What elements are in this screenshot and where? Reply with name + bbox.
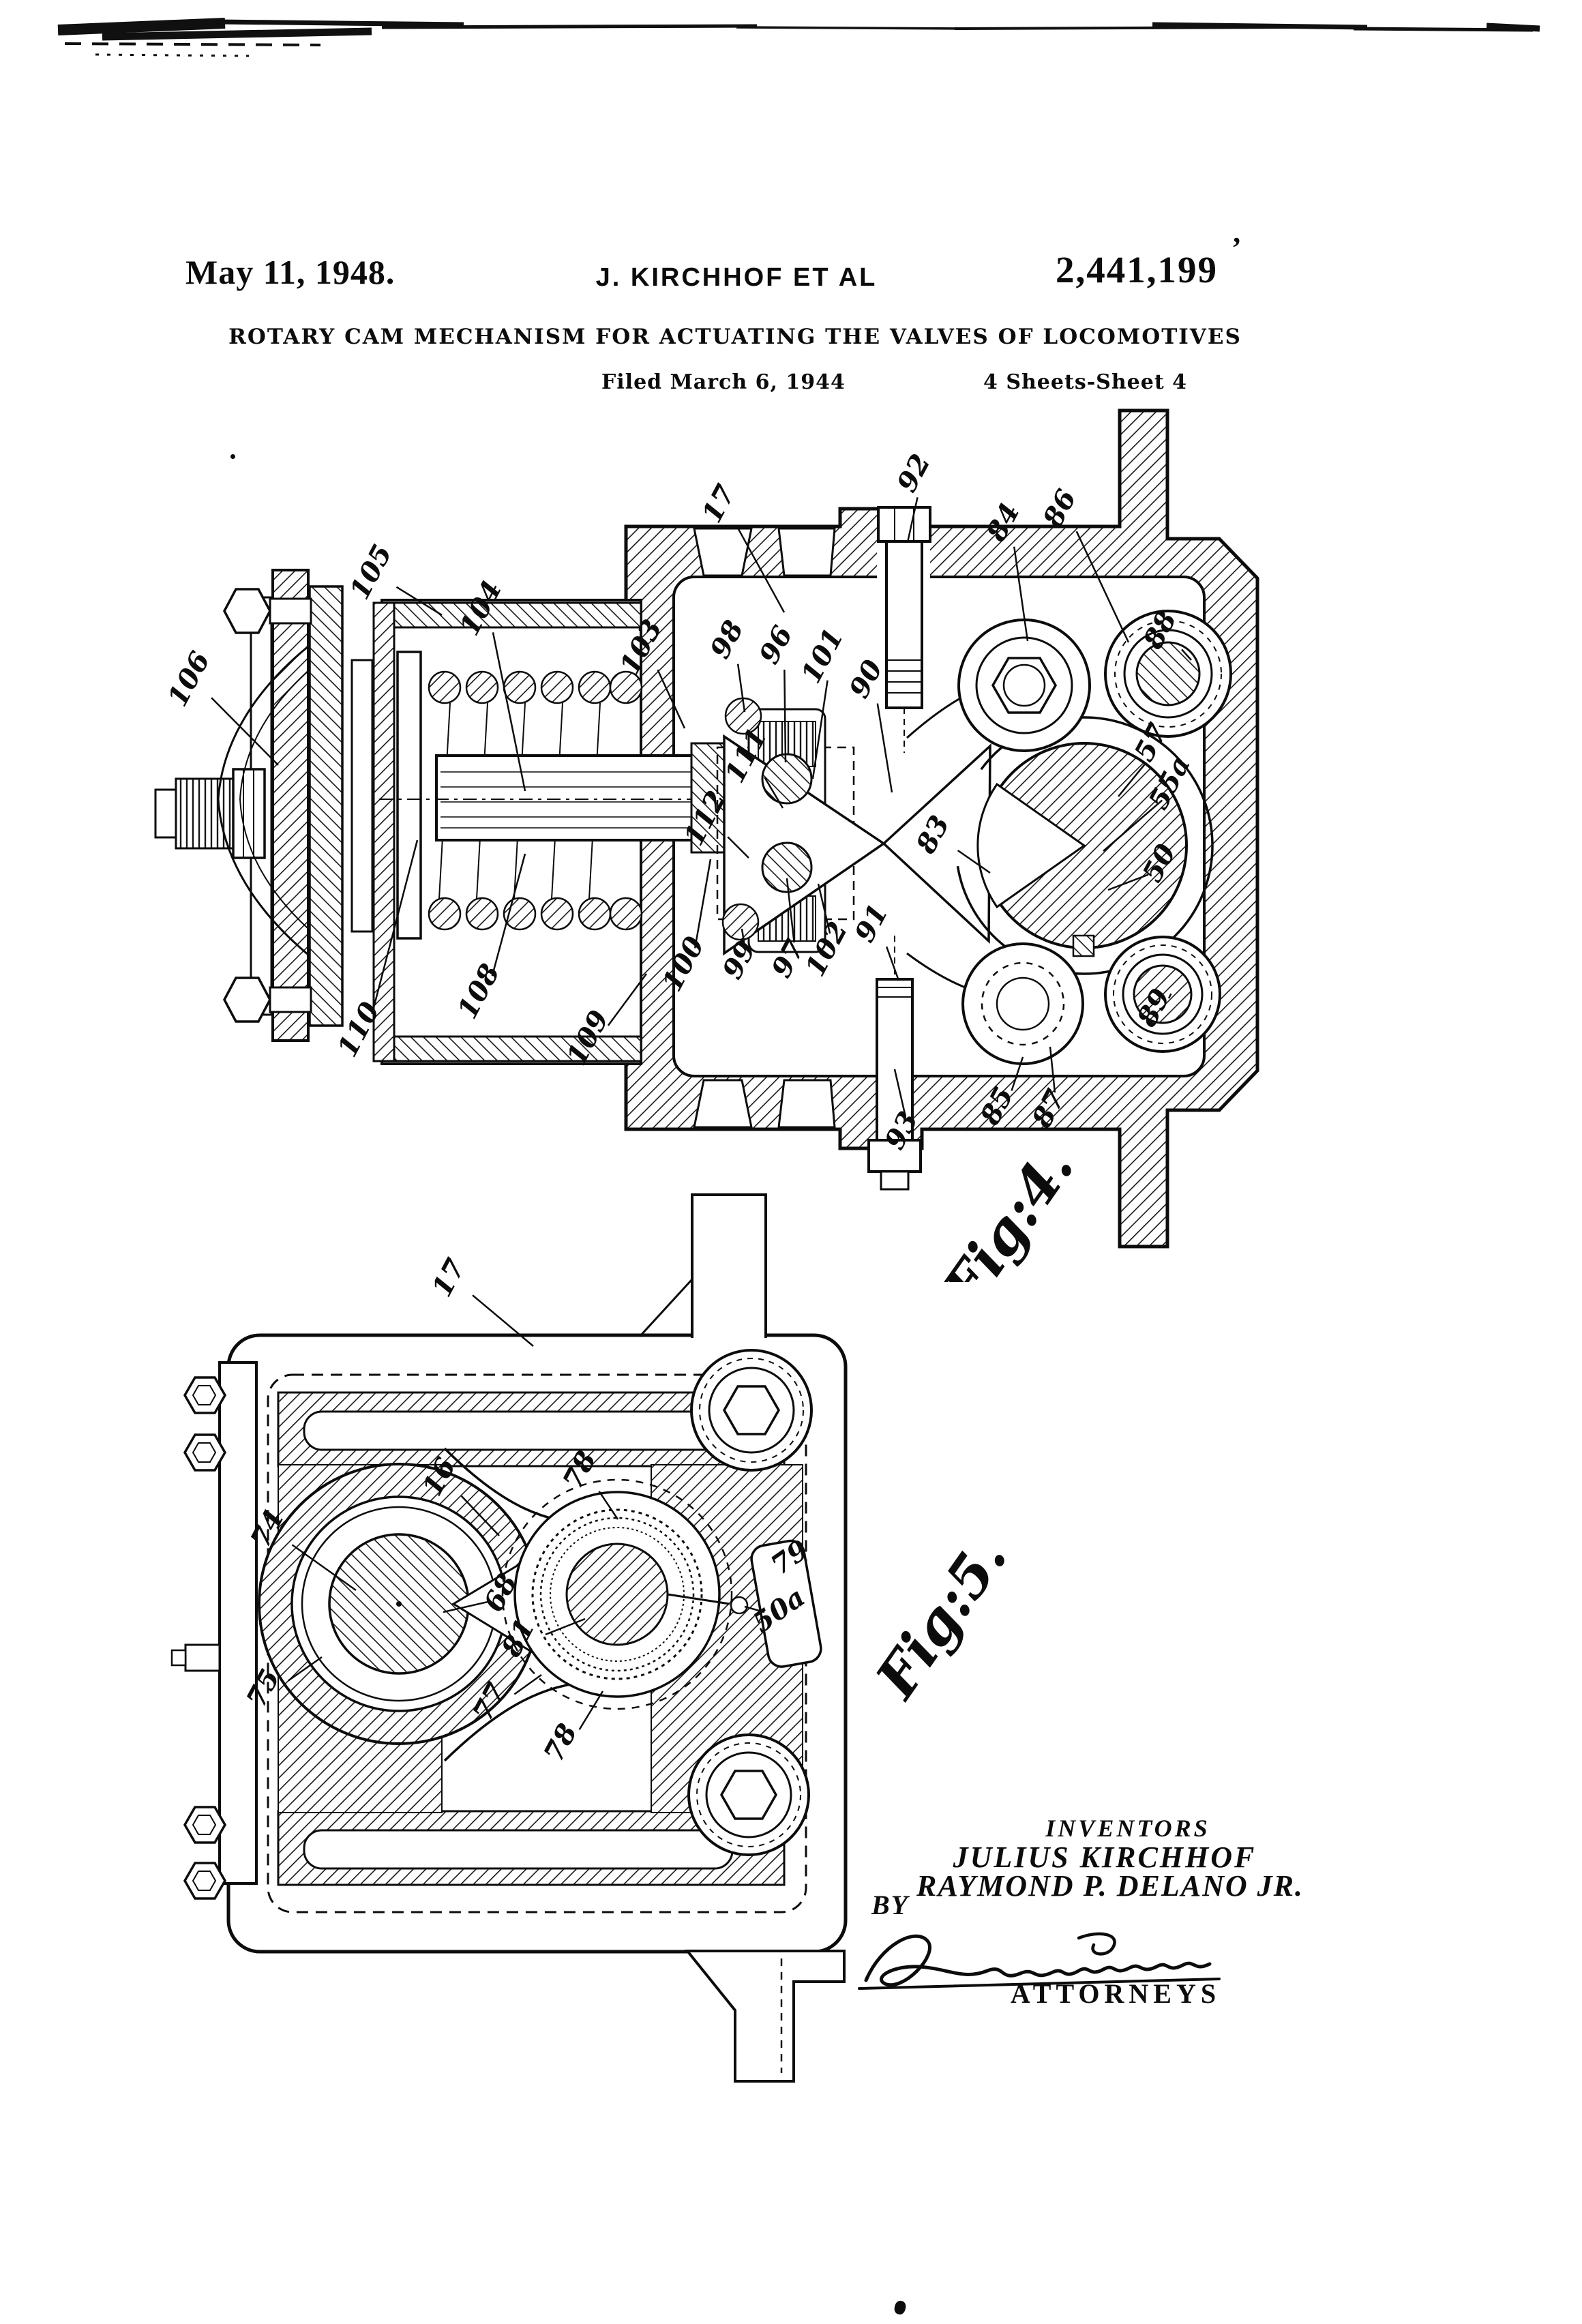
inventor-name-1: JULIUS KIRCHHOF [953, 1841, 1257, 1874]
sheet-count-line: 4 Sheets-Sheet 4 [983, 370, 1187, 394]
stud-92 [877, 506, 931, 753]
patent-title: ROTARY CAM MECHANISM FOR ACTUATING THE V… [228, 325, 1242, 349]
leader-line-99 [741, 928, 745, 944]
leader-line-109 [607, 973, 648, 1026]
fig5-bolt-bottom-right [687, 1733, 810, 1856]
inventors-heading: INVENTORS [1045, 1815, 1210, 1842]
valve-spring-coils [428, 670, 643, 931]
leader-line-92 [906, 497, 919, 543]
leader-line-84 [1013, 546, 1029, 642]
leader-line-88 [1181, 649, 1192, 661]
leader-line-102 [817, 883, 831, 934]
leader-line-57 [1118, 762, 1147, 797]
leader-line-106 [211, 697, 279, 766]
fig4-cam [955, 716, 1214, 975]
fig5-left-bolts [170, 1361, 258, 1900]
leader-line-112 [727, 836, 749, 859]
leader-line-17 [736, 525, 786, 613]
leader-line-17 [472, 1294, 534, 1347]
leader-line-98 [736, 664, 746, 713]
ref-label-17: 17 [426, 1253, 472, 1302]
fig4-ports [957, 610, 1232, 1065]
knurled-ring [531, 1508, 703, 1680]
leader-line-110 [371, 839, 419, 1015]
leader-line-50a [744, 1605, 765, 1613]
leader-line-91 [885, 946, 900, 981]
bell-housing-outline [217, 645, 309, 956]
leader-line-93 [893, 1069, 906, 1116]
leader-line-105 [395, 586, 443, 616]
leader-line-68 [443, 1600, 490, 1613]
fig5-left-bore [258, 1463, 540, 1745]
by-label: BY [871, 1890, 910, 1920]
port-upper-left [957, 619, 1091, 752]
figure-caption: Fig:5. [863, 1525, 1019, 1711]
patent-number: 2,441,199 [1056, 249, 1218, 290]
fig5-bottom-leg [684, 1950, 846, 2083]
ref-label-92: 92 [891, 449, 937, 497]
leader-line-90 [876, 703, 893, 793]
leader-line-103 [657, 669, 686, 729]
fig5-top-tab [691, 1193, 767, 1338]
fig5-right-bore [501, 1478, 749, 1710]
stud-93 [867, 936, 922, 1191]
port-lower-left [961, 942, 1084, 1065]
filed-date-line: Filed March 6, 1944 [601, 370, 846, 394]
leader-line-86 [1075, 531, 1130, 643]
leader-line-16 [460, 1495, 500, 1536]
leader-line-87 [1049, 1046, 1056, 1093]
patent-applicant: J. KIRCHHOF ET AL [595, 263, 878, 292]
leader-line-101 [811, 680, 829, 779]
threaded-stud [154, 768, 266, 859]
rocker-pin-lower [761, 841, 813, 893]
ref-tag-50a-79 [750, 1539, 822, 1668]
scan-speck-dot [230, 454, 235, 459]
leader-line-89 [1167, 993, 1172, 999]
leader-line-96 [783, 669, 787, 763]
leader-line-50 [1107, 874, 1149, 891]
rocker-pin-upper [761, 753, 813, 805]
ref-label-105: 105 [344, 539, 399, 605]
fig5-bolt-top-right [690, 1349, 813, 1472]
attorneys-label: ATTORNEYS [1010, 1978, 1221, 2009]
leader-line-104 [492, 632, 526, 792]
scan-artifact-streak [57, 18, 1540, 57]
attorney-signature [858, 1932, 1221, 1990]
leader-line-78 [578, 1690, 604, 1731]
leader-line-111 [764, 777, 784, 809]
fig4-spring-assembly [154, 569, 750, 1065]
flange-bolt-bottom [223, 977, 271, 1023]
leader-line-81 [545, 1618, 586, 1636]
leader-line-75 [287, 1656, 323, 1682]
ref-label-106: 106 [162, 646, 217, 712]
leader-line-78 [598, 1491, 619, 1520]
leader-line-77 [513, 1673, 542, 1695]
leader-line-97 [786, 878, 795, 943]
leader-line-55a [1103, 799, 1163, 852]
leader-line-108 [491, 853, 526, 977]
fig4-drawing: 1792848688105104106103989610190111112575… [154, 408, 1259, 1282]
patent-number-mark: ’ [1232, 231, 1242, 265]
leader-line-100 [693, 859, 712, 949]
scan-speck-bottom [893, 2299, 908, 2316]
leader-line-85 [1011, 1056, 1024, 1091]
port-lower-right [1104, 936, 1221, 1053]
inventor-name-2: RAYMOND P. DELANO JR. [916, 1869, 1304, 1903]
patent-date: May 11, 1948. [185, 253, 395, 291]
ref-label-17: 17 [696, 479, 742, 528]
port-upper-right [1104, 610, 1232, 738]
flange-bolt-top [223, 588, 271, 634]
leader-line-83 [957, 850, 991, 874]
leader-line-74 [291, 1544, 357, 1592]
